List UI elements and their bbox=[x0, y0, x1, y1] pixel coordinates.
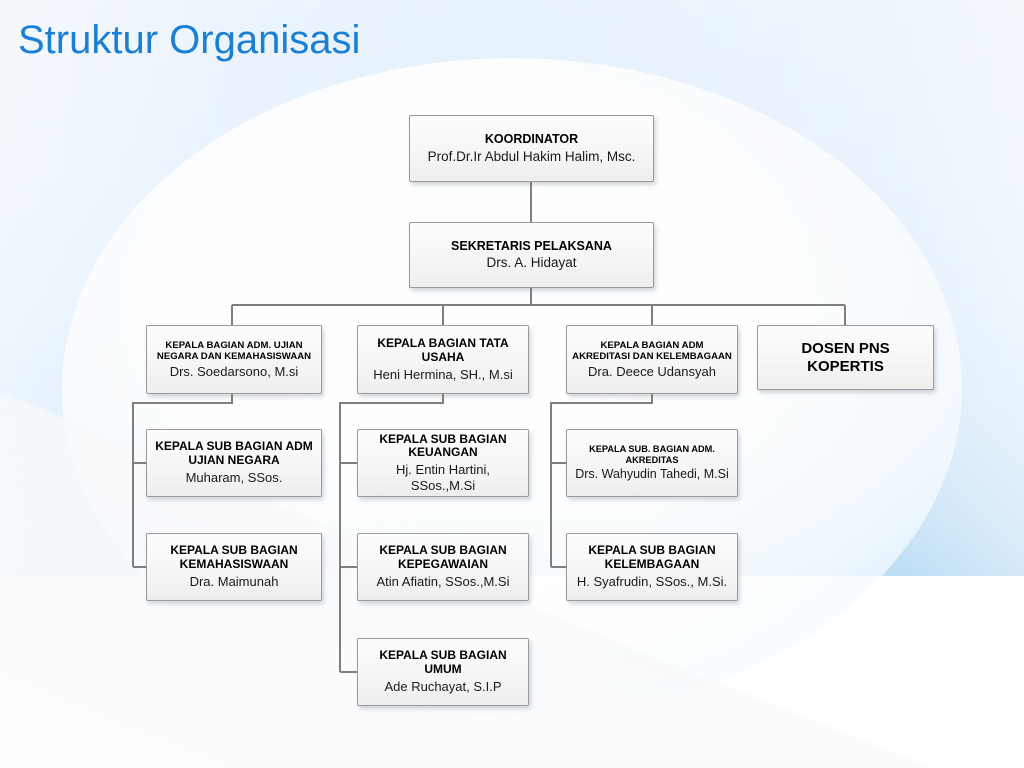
node-sub-bagian-kemahasiswaan[interactable]: KEPALA SUB BAGIAN KEMAHASISWAAN Dra. Mai… bbox=[146, 533, 322, 601]
node-title-line2: NEGARA DAN KEMAHASISWAAN bbox=[156, 350, 312, 362]
node-name: Drs. A. Hidayat bbox=[486, 255, 577, 271]
node-sub-bagian-adm-ujian-negara[interactable]: KEPALA SUB BAGIAN ADM UJIAN NEGARA Muhar… bbox=[146, 429, 322, 497]
node-title-line1: KEPALA SUB. BAGIAN ADM. bbox=[589, 443, 715, 454]
connector-spine-middle bbox=[339, 394, 444, 672]
node-title-line2: UJIAN NEGARA bbox=[188, 453, 280, 468]
node-name: Atin Afiatin, SSos.,M.Si bbox=[376, 574, 510, 590]
node-title-line1: KEPALA BAGIAN ADM bbox=[600, 339, 704, 351]
node-sub-bagian-adm-akreditasi[interactable]: KEPALA SUB. BAGIAN ADM. AKREDITAS Drs. W… bbox=[566, 429, 738, 497]
node-title-line2: KELEMBAGAAN bbox=[604, 557, 700, 572]
node-kepala-bagian-adm-akreditasi[interactable]: KEPALA BAGIAN ADM AKREDITASI DAN KELEMBA… bbox=[566, 325, 738, 394]
node-sub-bagian-kepegawaian[interactable]: KEPALA SUB BAGIAN KEPEGAWAIAN Atin Afiat… bbox=[357, 533, 529, 601]
node-title-line1: KEPALA SUB BAGIAN bbox=[379, 543, 507, 558]
page-title: Struktur Organisasi bbox=[18, 18, 361, 62]
node-name: Muharam, SSos. bbox=[185, 470, 283, 486]
node-kepala-bagian-tata-usaha[interactable]: KEPALA BAGIAN TATA USAHA Heni Hermina, S… bbox=[357, 325, 529, 394]
connector-spine-right bbox=[550, 394, 653, 567]
node-dosen-pns-kopertis[interactable]: DOSEN PNS KOPERTIS bbox=[757, 325, 934, 390]
node-title-line2: USAHA bbox=[421, 349, 465, 364]
node-title: DOSEN PNS KOPERTIS bbox=[801, 340, 890, 375]
node-title-line2: AKREDITAS bbox=[625, 454, 679, 465]
node-title-line1: KEPALA BAGIAN ADM. UJIAN bbox=[165, 339, 303, 351]
node-title-line2: KEPEGAWAIAN bbox=[397, 557, 488, 572]
node-title-line1: KEPALA SUB BAGIAN bbox=[379, 648, 507, 663]
node-title-line2: AKREDITASI DAN KELEMBAGAAN bbox=[572, 350, 732, 362]
node-name: Dra. Deece Udansyah bbox=[588, 363, 716, 379]
node-title-line1: KEPALA SUB BAGIAN bbox=[379, 431, 507, 446]
node-sekretaris-pelaksana[interactable]: SEKRETARIS PELAKSANA Drs. A. Hidayat bbox=[409, 222, 654, 288]
node-name: Prof.Dr.Ir Abdul Hakim Halim, Msc. bbox=[427, 148, 636, 164]
node-sub-bagian-umum[interactable]: KEPALA SUB BAGIAN UMUM Ade Ruchayat, S.I… bbox=[357, 638, 529, 706]
node-sub-bagian-kelembagaan[interactable]: KEPALA SUB BAGIAN KELEMBAGAAN H. Syafrud… bbox=[566, 533, 738, 601]
node-name: H. Syafrudin, SSos., M.Si. bbox=[576, 574, 728, 590]
node-name: Drs. Soedarsono, M.si bbox=[169, 363, 299, 379]
node-koordinator[interactable]: KOORDINATOR Prof.Dr.Ir Abdul Hakim Halim… bbox=[409, 115, 654, 182]
node-name: Drs. Wahyudin Tahedi, M.Si bbox=[575, 467, 729, 482]
node-title-line1: KEPALA SUB BAGIAN bbox=[588, 543, 716, 558]
node-title: KOORDINATOR bbox=[484, 132, 579, 147]
node-name: Hj. Entin Hartini, SSos.,M.Si bbox=[396, 462, 490, 493]
node-title-line1: KEPALA SUB BAGIAN bbox=[170, 543, 298, 558]
node-title-line2: KEMAHASISWAAN bbox=[179, 557, 289, 572]
node-title-line1: KEPALA SUB BAGIAN ADM bbox=[155, 439, 313, 454]
node-name: Heni Hermina, SH., M.si bbox=[373, 366, 513, 382]
connector-spine-left bbox=[132, 394, 233, 567]
node-title: SEKRETARIS PELAKSANA bbox=[451, 238, 612, 253]
node-title-line1: KEPALA BAGIAN TATA bbox=[377, 335, 509, 350]
node-title-line2: UMUM bbox=[424, 662, 462, 677]
node-name: Ade Ruchayat, S.I.P bbox=[384, 679, 502, 695]
node-title-line2: KEUANGAN bbox=[408, 445, 478, 460]
node-kepala-bagian-adm-ujian-negara[interactable]: KEPALA BAGIAN ADM. UJIAN NEGARA DAN KEMA… bbox=[146, 325, 322, 394]
node-sub-bagian-keuangan[interactable]: KEPALA SUB BAGIAN KEUANGAN Hj. Entin Har… bbox=[357, 429, 529, 497]
node-name: Dra. Maimunah bbox=[189, 574, 279, 590]
